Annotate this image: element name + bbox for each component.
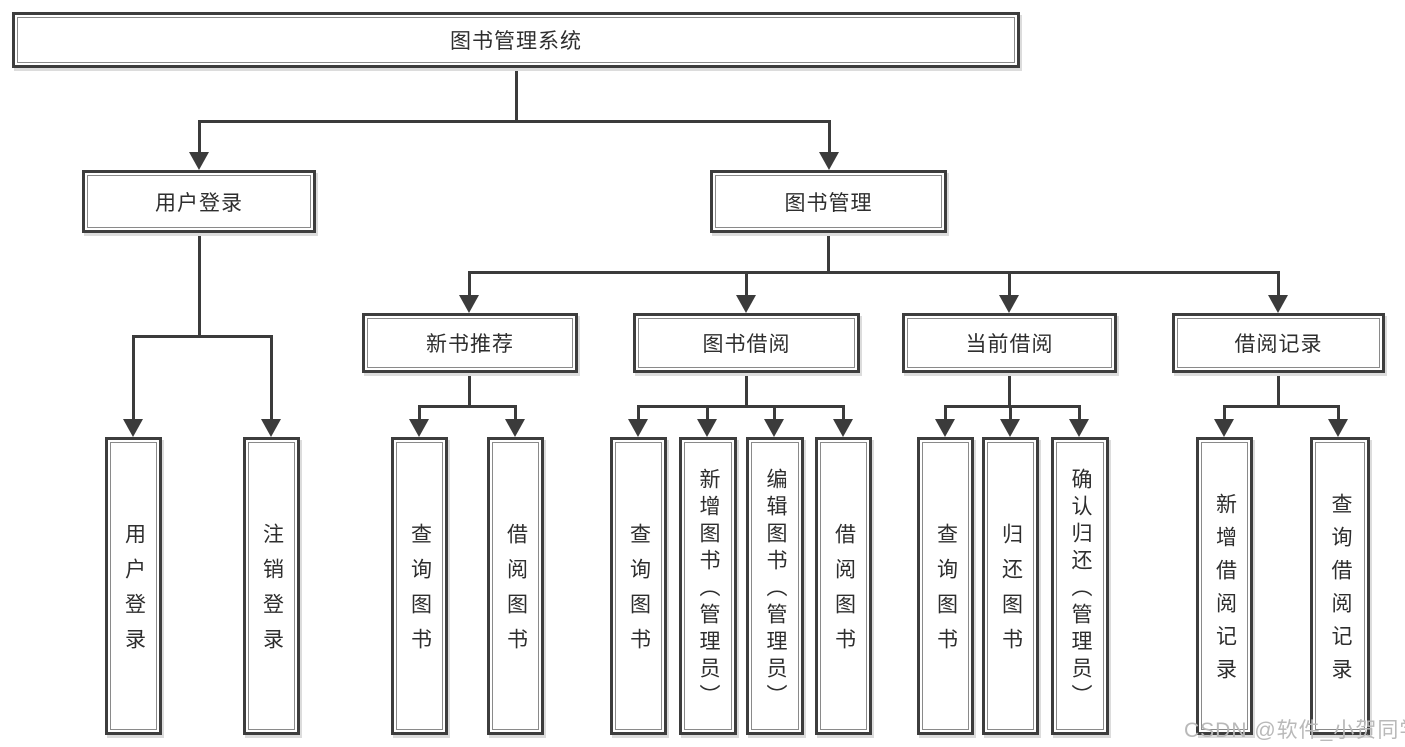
connector-line [468, 271, 471, 298]
node-label: 借阅图书 [504, 523, 528, 663]
connector-line [637, 405, 640, 422]
node-root-library-management-system: 图书管理系统 [12, 12, 1020, 68]
arrowhead-icon [935, 419, 955, 437]
node-label: 查询借阅记录 [1329, 493, 1352, 691]
connector-line [198, 120, 831, 123]
connector-line [198, 233, 201, 335]
arrowhead-icon [999, 295, 1019, 313]
node-label: 查询图书 [934, 523, 958, 663]
node-borrowing-records: 借阅记录 [1172, 313, 1385, 373]
connector-line [468, 373, 471, 405]
connector-line [745, 373, 748, 405]
connector-line [1223, 405, 1340, 408]
arrowhead-icon [1214, 419, 1234, 437]
connector-line [418, 405, 421, 422]
connector-line [842, 405, 845, 422]
connector-line [745, 271, 748, 298]
arrowhead-icon [459, 295, 479, 313]
connector-line [1223, 405, 1226, 422]
arrowhead-icon [628, 419, 648, 437]
connector-line [944, 405, 947, 422]
node-label: 确认归还（管理员） [1069, 467, 1092, 711]
node-label: 查询图书 [627, 523, 651, 663]
leaf-return-books: 归还图书 [982, 437, 1039, 735]
node-label: 借阅图书 [832, 523, 856, 663]
connector-line [773, 405, 776, 422]
node-book-management: 图书管理 [710, 170, 947, 233]
connector-line [468, 271, 1280, 274]
node-label: 用户登录 [155, 191, 243, 215]
arrowhead-icon [764, 419, 784, 437]
node-label: 新增借阅记录 [1213, 493, 1237, 691]
arrowhead-icon [833, 419, 853, 437]
node-user-login: 用户登录 [82, 170, 316, 233]
connector-line [515, 68, 518, 120]
connector-line [132, 335, 135, 422]
leaf-confirm-return-admin: 确认归还（管理员） [1051, 437, 1109, 735]
node-label: 图书管理系统 [450, 30, 582, 53]
connector-line [270, 335, 273, 422]
arrowhead-icon [1069, 419, 1089, 437]
arrowhead-icon [409, 419, 429, 437]
arrowhead-icon [1268, 295, 1288, 313]
arrowhead-icon [1000, 419, 1020, 437]
connector-line [198, 120, 201, 155]
leaf-add-borrow-record: 新增借阅记录 [1196, 437, 1253, 735]
node-label: 用户登录 [122, 523, 146, 663]
node-label: 归还图书 [999, 523, 1023, 663]
connector-line [132, 335, 273, 338]
connector-line [1008, 373, 1011, 405]
node-label: 编辑图书（管理员） [764, 467, 787, 711]
csdn-watermark: CSDN @软件_小贺同学 [1184, 719, 1405, 742]
connector-line [706, 405, 709, 422]
arrowhead-icon [261, 419, 281, 437]
leaf-query-books-borrowing: 查询图书 [610, 437, 667, 735]
connector-line [1009, 405, 1012, 422]
node-label: 图书管理 [784, 191, 873, 215]
connector-line [1277, 373, 1280, 405]
arrowhead-icon [505, 419, 525, 437]
arrowhead-icon [736, 295, 756, 313]
arrowhead-icon [189, 152, 209, 170]
connector-line [827, 233, 830, 271]
leaf-logout: 注销登录 [243, 437, 300, 735]
arrowhead-icon [697, 419, 717, 437]
node-label: 注销登录 [260, 523, 284, 663]
node-new-book-recommend: 新书推荐 [362, 313, 578, 373]
leaf-query-borrow-record: 查询借阅记录 [1310, 437, 1370, 735]
node-label: 图书借阅 [702, 333, 791, 356]
leaf-add-books-admin: 新增图书（管理员） [679, 437, 737, 735]
connector-line [1337, 405, 1340, 422]
connector-line [828, 120, 831, 155]
leaf-query-books-recommend: 查询图书 [391, 437, 448, 735]
arrowhead-icon [123, 419, 143, 437]
leaf-borrow-books: 借阅图书 [815, 437, 872, 735]
arrowhead-icon [1328, 419, 1348, 437]
node-label: 查询图书 [408, 523, 432, 663]
connector-line [944, 405, 1081, 408]
leaf-user-login: 用户登录 [105, 437, 162, 735]
arrowhead-icon [819, 152, 839, 170]
node-current-borrowing: 当前借阅 [902, 313, 1117, 373]
connector-line [1277, 271, 1280, 298]
connector-line [418, 405, 517, 408]
leaf-borrow-books-recommend: 借阅图书 [487, 437, 544, 735]
node-label: 新书推荐 [426, 333, 514, 356]
node-label: 新增图书（管理员） [697, 467, 720, 711]
node-label: 当前借阅 [965, 333, 1054, 356]
node-book-borrowing: 图书借阅 [633, 313, 860, 373]
connector-line [1008, 271, 1011, 298]
leaf-edit-books-admin: 编辑图书（管理员） [746, 437, 804, 735]
leaf-query-books-current: 查询图书 [917, 437, 974, 735]
node-label: 借阅记录 [1234, 333, 1323, 356]
connector-line [1078, 405, 1081, 422]
connector-line [514, 405, 517, 422]
connector-line [637, 405, 845, 408]
